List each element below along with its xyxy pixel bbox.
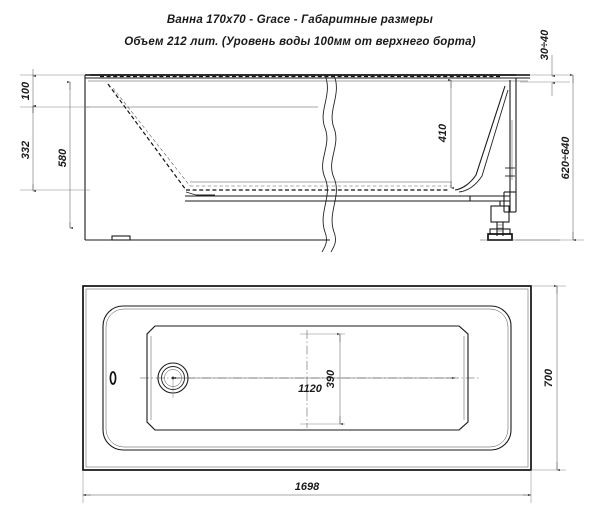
dimension-1698: 1698 (82, 470, 532, 503)
bath-rim-profile (88, 75, 528, 82)
title-line-1: Ванна 170x70 - Grace - Габаритные размер… (167, 14, 433, 26)
title-line-2: Объем 212 лит. (Уровень воды 100мм от ве… (124, 36, 476, 48)
dimension-410: 410 (437, 79, 454, 189)
adjustable-foot-assembly (487, 201, 513, 241)
bath-bowl-floor-plan (146, 325, 469, 431)
dimension-label-620-640: 620÷640 (560, 136, 572, 180)
plan-centerlines (140, 330, 480, 428)
dimension-label-700: 700 (543, 368, 555, 387)
bath-outer-rim-plan (82, 285, 532, 471)
break-line (321, 74, 337, 253)
bath-right-wall-and-frame (185, 78, 517, 213)
dimension-label-30-40: 30÷40 (539, 29, 551, 60)
plan-view: 1120 390 1698 (82, 285, 566, 503)
dimension-label-410: 410 (437, 123, 449, 143)
dimension-390: 390 (300, 333, 345, 425)
dimension-700: 700 (531, 285, 566, 471)
dimension-label-100: 100 (20, 81, 32, 100)
dimension-30-40: 30÷40 (516, 29, 570, 96)
dimension-580: 580 (57, 81, 73, 229)
dimension-label-390: 390 (325, 369, 337, 388)
bath-outer-body (84, 74, 530, 241)
dimension-label-332: 332 (20, 141, 32, 159)
dimension-1120: 1120 (172, 377, 456, 398)
dimension-620-640: 620÷640 (516, 74, 584, 241)
side-elevation-view: 100 332 580 410 (20, 29, 584, 253)
dimension-label-580: 580 (57, 148, 69, 167)
left-foot-mark (111, 235, 131, 241)
dimension-label-1120: 1120 (298, 383, 323, 395)
drawing-title-block: Ванна 170x70 - Grace - Габаритные размер… (124, 14, 476, 48)
dimension-100: 100 (20, 69, 90, 113)
dimension-label-1698: 1698 (295, 481, 320, 493)
overflow-slot (109, 371, 117, 385)
dimension-332: 332 (20, 105, 90, 192)
bath-inner-rim-plan (102, 305, 512, 451)
bath-inner-bowl-contour (107, 83, 452, 196)
